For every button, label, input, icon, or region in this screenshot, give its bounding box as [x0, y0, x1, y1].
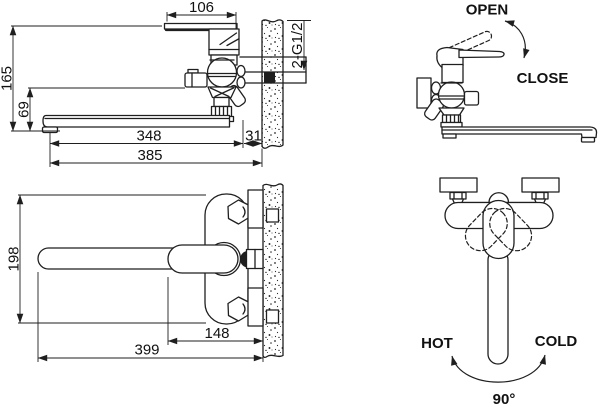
top-view: 198 148 399 [6, 183, 284, 362]
spout-operation [441, 126, 598, 139]
dim-399-label: 399 [134, 342, 159, 359]
close-label: CLOSE [517, 70, 569, 87]
open-label: OPEN [466, 2, 509, 19]
dim-148-label: 148 [204, 325, 229, 342]
thread-spec-callout: 2-G1/2 [287, 20, 311, 71]
dim-165-label: 165 [0, 66, 16, 91]
dim-31-label: 31 [245, 128, 262, 145]
wall-escutcheon [247, 287, 264, 327]
spout-front [487, 249, 509, 365]
rotation-view: HOT COLD 90° [421, 177, 578, 408]
valve-body [206, 57, 238, 88]
wall-section-top [262, 183, 284, 359]
handle-lever-side [163, 22, 238, 30]
dimension-385: 385 [49, 147, 263, 167]
cold-label: COLD [535, 333, 578, 350]
operation-view: OPEN CLOSE [416, 2, 598, 143]
faucet-top-drawing [37, 189, 264, 327]
dim-348-label: 348 [136, 128, 161, 145]
pipe-stub [265, 208, 280, 223]
faucet-side-drawing [41, 22, 247, 134]
spout-side [42, 114, 231, 128]
wall-escutcheon [439, 177, 478, 193]
thread-spec-label: 2-G1/2 [289, 23, 306, 69]
rotation-angle-label: 90° [493, 391, 516, 408]
eccentric-union [264, 72, 275, 83]
dimension-165: 165 [0, 25, 162, 132]
faucet-operation-drawing [416, 30, 598, 143]
handle-top [167, 244, 239, 274]
diverter-knob [184, 72, 208, 88]
aerator [580, 136, 596, 143]
pipe-stub [265, 309, 280, 324]
handle-closed-position [458, 49, 505, 59]
handle-pivot-dome [488, 192, 510, 204]
dim-106-label: 106 [189, 0, 214, 16]
dimension-148: 148 [167, 277, 264, 345]
faucet-front-drawing [439, 177, 560, 365]
handle-cold-position [464, 207, 508, 252]
dimension-198: 198 [6, 194, 206, 324]
rotation-arc-arrow [451, 354, 546, 383]
wall-section-side [261, 19, 284, 149]
wall-escutcheon [521, 177, 560, 193]
dimension-31: 31 [243, 128, 263, 147]
dim-198-label: 198 [6, 246, 23, 271]
open-close-arrow [504, 20, 530, 59]
hot-label: HOT [421, 335, 453, 352]
dimension-348: 348 [49, 120, 244, 167]
handle-center-position [482, 199, 515, 260]
diverter-knob [463, 90, 480, 106]
side-view: 106 165 69 348 31 385 [0, 0, 311, 167]
dim-385-label: 385 [137, 147, 162, 164]
dimension-106: 106 [166, 0, 237, 29]
dimension-399: 399 [37, 272, 264, 362]
dimension-69: 69 [16, 87, 185, 132]
aerator [41, 126, 59, 134]
handle-hot-position [489, 207, 533, 252]
wall-escutcheon [416, 77, 432, 109]
wall-escutcheon [247, 189, 264, 229]
valve-body [437, 81, 466, 109]
dim-69-label: 69 [16, 101, 33, 118]
